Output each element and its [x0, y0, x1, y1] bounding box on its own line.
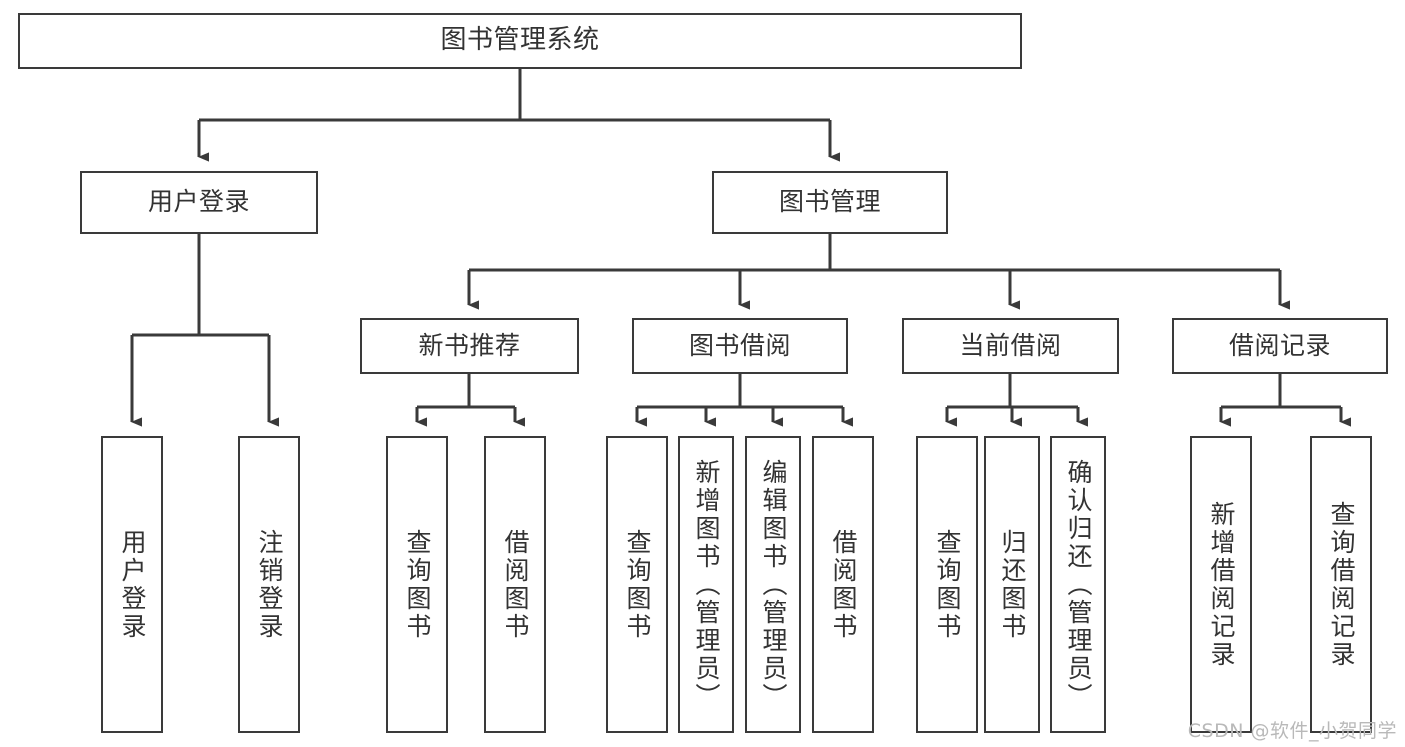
- node-book-manage[interactable]: 图书管理: [712, 171, 948, 234]
- node-leaf-user-login[interactable]: 用户登录: [101, 436, 163, 733]
- node-book-borrow-label: 图书借阅: [688, 330, 791, 360]
- node-leaf-edit-book-label: 编辑图书（管理员）: [759, 458, 788, 711]
- node-borrow-record[interactable]: 借阅记录: [1172, 318, 1388, 374]
- node-leaf-query-book-3-label: 查询图书: [933, 528, 962, 641]
- node-leaf-add-record[interactable]: 新增借阅记录: [1190, 436, 1252, 733]
- node-leaf-edit-book[interactable]: 编辑图书（管理员）: [745, 436, 801, 733]
- node-user-login[interactable]: 用户登录: [80, 171, 318, 234]
- node-leaf-confirm-return[interactable]: 确认归还（管理员）: [1050, 436, 1106, 733]
- node-leaf-confirm-return-label: 确认归还（管理员）: [1064, 458, 1093, 711]
- node-root-label: 图书管理系统: [440, 25, 600, 56]
- node-current-borrow-label: 当前借阅: [959, 330, 1062, 360]
- node-book-manage-label: 图书管理: [778, 187, 881, 217]
- csdn-watermark: CSDN @软件_小贺同学: [1187, 720, 1397, 742]
- node-leaf-add-book-label: 新增图书（管理员）: [692, 458, 721, 711]
- node-leaf-borrow-book-2-label: 借阅图书: [829, 528, 858, 641]
- node-leaf-user-logout-label: 注销登录: [255, 528, 284, 641]
- node-user-login-label: 用户登录: [147, 187, 250, 217]
- node-current-borrow[interactable]: 当前借阅: [902, 318, 1119, 374]
- node-leaf-borrow-book-1[interactable]: 借阅图书: [484, 436, 546, 733]
- node-book-borrow[interactable]: 图书借阅: [632, 318, 848, 374]
- node-new-book-recommend[interactable]: 新书推荐: [360, 318, 579, 374]
- node-root[interactable]: 图书管理系统: [18, 13, 1022, 69]
- node-leaf-add-record-label: 新增借阅记录: [1207, 500, 1236, 669]
- node-leaf-query-book-1[interactable]: 查询图书: [386, 436, 448, 733]
- node-leaf-user-login-label: 用户登录: [118, 528, 147, 641]
- node-leaf-query-record-label: 查询借阅记录: [1327, 500, 1356, 669]
- node-leaf-user-logout[interactable]: 注销登录: [238, 436, 300, 733]
- node-leaf-query-book-2-label: 查询图书: [623, 528, 652, 641]
- node-leaf-return-book[interactable]: 归还图书: [984, 436, 1040, 733]
- node-leaf-query-book-2[interactable]: 查询图书: [606, 436, 668, 733]
- node-leaf-borrow-book-2[interactable]: 借阅图书: [812, 436, 874, 733]
- node-leaf-query-record[interactable]: 查询借阅记录: [1310, 436, 1372, 733]
- node-leaf-borrow-book-1-label: 借阅图书: [501, 528, 530, 641]
- node-new-book-recommend-label: 新书推荐: [418, 330, 521, 360]
- node-leaf-add-book[interactable]: 新增图书（管理员）: [678, 436, 734, 733]
- node-leaf-query-book-3[interactable]: 查询图书: [916, 436, 978, 733]
- node-borrow-record-label: 借阅记录: [1228, 330, 1331, 360]
- node-leaf-query-book-1-label: 查询图书: [403, 528, 432, 641]
- node-leaf-return-book-label: 归还图书: [998, 528, 1027, 641]
